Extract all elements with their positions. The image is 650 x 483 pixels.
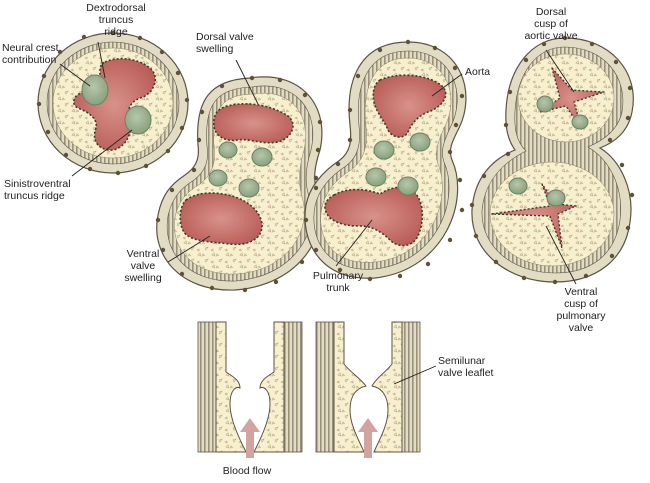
section-3-aorta-pulmonary-trunk xyxy=(303,39,467,282)
leader-neural-crest xyxy=(59,63,91,87)
section-1-undivided-truncus xyxy=(36,30,190,176)
neural-crest-cells xyxy=(508,95,589,207)
leader-dextrodorsal xyxy=(97,41,106,79)
wall-nodules xyxy=(469,35,635,285)
pulmonary-valve-lumen xyxy=(491,183,577,249)
leader-semilunar xyxy=(393,365,437,385)
neural-crest-right xyxy=(124,105,152,135)
neural-crest-cells xyxy=(365,132,431,196)
right-cushion xyxy=(371,321,403,453)
label-dorsal-cusp-aortic-valve: Dorsal cusp of aortic valve xyxy=(524,6,578,42)
section-4-semilunar-cusps xyxy=(469,35,635,285)
label-sinistroventral-truncus-ridge: Sinistroventral truncus ridge xyxy=(4,178,71,202)
leader-dorsal-valve xyxy=(235,59,259,105)
left-cushion xyxy=(215,321,247,453)
neural-crest-left xyxy=(81,74,109,106)
aortic-valve-lumen xyxy=(539,67,605,131)
label-blood-flow: Blood flow xyxy=(222,465,272,477)
label-pulmonary-trunk: Pulmonary trunk xyxy=(312,270,364,294)
leader-ventral-cusp xyxy=(545,225,577,285)
leader-pulmonary xyxy=(335,219,373,267)
right-cushion xyxy=(253,321,285,453)
right-wall xyxy=(401,321,421,453)
left-wall xyxy=(315,321,335,453)
leader-dorsal-cusp xyxy=(545,49,575,93)
label-ventral-valve-swelling: Ventral valve swelling xyxy=(124,248,162,284)
label-dextrodorsal-truncus-ridge: Dextrodorsal truncus ridge xyxy=(86,2,146,38)
label-aorta: Aorta xyxy=(465,66,491,78)
label-neural-crest-contribution: Neural crest contribution xyxy=(2,42,59,66)
left-wall xyxy=(197,321,217,453)
label-dorsal-valve-swelling: Dorsal valve swelling xyxy=(196,31,254,55)
section-2-valve-swellings xyxy=(155,75,325,293)
label-semilunar-valve-leaflet: Semilunar valve leaflet xyxy=(438,355,494,379)
blood-flow-arrow-left xyxy=(240,418,260,440)
right-wall xyxy=(283,321,303,453)
upper-lumen xyxy=(213,103,294,144)
leader-lines xyxy=(59,41,577,385)
leader-ventral-valve xyxy=(167,235,211,263)
leader-sinistroventral xyxy=(71,129,133,177)
neural-crest-cells xyxy=(208,141,273,198)
longitudinal-section-late xyxy=(315,321,421,458)
blood-flow-arrow-left-shaft xyxy=(246,430,254,458)
blood-flow-arrow-right xyxy=(358,418,378,432)
wall-nodules xyxy=(303,39,465,282)
label-ventral-cusp-pulmonary-valve: Ventral cusp of pulmonary valve xyxy=(556,286,606,334)
blood-flow-arrow-right-shaft xyxy=(364,430,372,458)
pulmonary-lumen xyxy=(324,186,424,247)
longitudinal-section-early xyxy=(197,321,303,458)
wall-nodules xyxy=(36,30,190,176)
lower-lumen xyxy=(179,192,263,246)
aorta-lumen xyxy=(372,74,447,138)
leader-aorta xyxy=(431,73,463,97)
left-cushion xyxy=(333,321,367,453)
